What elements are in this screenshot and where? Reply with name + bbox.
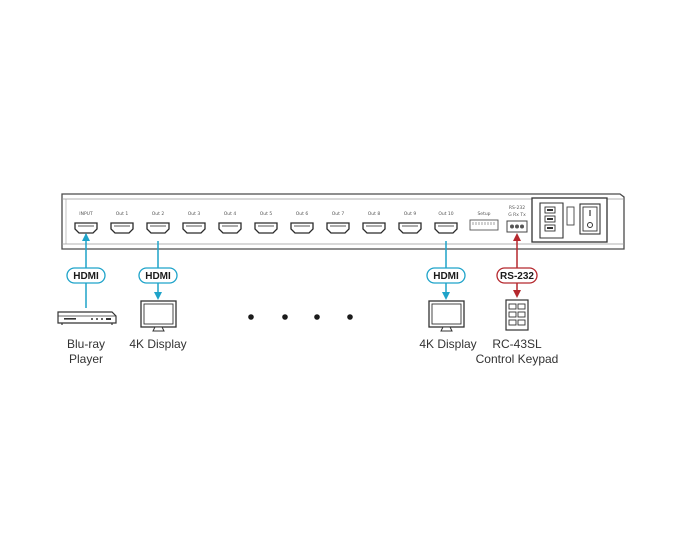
- arrow-down-icon: [442, 292, 450, 300]
- keypad-icon: [505, 299, 529, 331]
- port-label-out-3: Out 3: [188, 211, 201, 217]
- hdmi-port-out-8: [362, 222, 386, 234]
- arrow-down-icon: [154, 292, 162, 300]
- hdmi-port-out-4: [218, 222, 242, 234]
- keypad-label-line2: Control Keypad: [476, 352, 559, 366]
- port-label-out-5: Out 5: [260, 211, 273, 217]
- port-labels: INPUT Out 1 Out 2 Out 3 Out 4 Out 5 Out …: [79, 205, 526, 218]
- hdmi-port-input: [74, 222, 98, 234]
- arrow-up-icon: [82, 233, 90, 241]
- hdmi-port-out-9: [398, 222, 422, 234]
- hdmi-tag-out-2: HDMI: [138, 267, 178, 284]
- monitor-icon: [428, 300, 465, 332]
- hdmi-ports: [74, 222, 458, 234]
- arrow-up-icon: [513, 233, 521, 241]
- hdmi-port-out-3: [182, 222, 206, 234]
- monitor-icon: [140, 300, 177, 332]
- svg-text:HDMI: HDMI: [145, 271, 171, 282]
- device-rear-panel: [61, 193, 625, 250]
- port-label-out-4: Out 4: [224, 211, 237, 217]
- display-right-label: 4K Display: [419, 337, 476, 351]
- svg-text:HDMI: HDMI: [73, 271, 99, 282]
- rs232-terminal-block: [506, 220, 528, 233]
- port-label-out-6: Out 6: [296, 211, 309, 217]
- display-left-label: 4K Display: [129, 337, 186, 351]
- port-label-out-7: Out 7: [332, 211, 345, 217]
- hdmi-port-out-7: [326, 222, 350, 234]
- port-label-out-2: Out 2: [152, 211, 165, 217]
- hdmi-tag-input: HDMI: [66, 267, 106, 284]
- ellipsis-dots-icon: [248, 314, 353, 320]
- bluray-player-icon: [57, 311, 117, 325]
- svg-text:RS-232: RS-232: [500, 271, 534, 282]
- setup-label: Setup: [477, 211, 490, 217]
- source-label-line1: Blu-ray: [67, 337, 105, 351]
- power-inlet-icon: [539, 202, 564, 239]
- rs232-tag: RS-232: [496, 267, 538, 284]
- setup-dip-switch: [469, 219, 499, 231]
- port-label-input: INPUT: [79, 211, 93, 217]
- power-section: [531, 197, 608, 243]
- hdmi-port-out-6: [290, 222, 314, 234]
- hdmi-port-out-10: [434, 222, 458, 234]
- hdmi-port-out-1: [110, 222, 134, 234]
- keypad-label-line1: RC-43SL: [492, 337, 542, 351]
- port-label-out-9: Out 9: [404, 211, 417, 217]
- arrow-down-icon: [513, 290, 521, 298]
- rs232-port-label: RS-232: [509, 205, 525, 211]
- source-label-line2: Player: [69, 352, 103, 366]
- port-label-out-10: Out 10: [438, 211, 453, 217]
- port-label-out-8: Out 8: [368, 211, 381, 217]
- hdmi-port-out-2: [146, 222, 170, 234]
- port-label-out-1: Out 1: [116, 211, 129, 217]
- fuse-holder: [566, 206, 575, 226]
- hdmi-tag-out-10: HDMI: [426, 267, 466, 284]
- power-switch-icon: [579, 203, 601, 235]
- svg-text:HDMI: HDMI: [433, 271, 459, 282]
- hdmi-port-out-5: [254, 222, 278, 234]
- rs232-pin-label: G Rx Tx: [508, 212, 526, 218]
